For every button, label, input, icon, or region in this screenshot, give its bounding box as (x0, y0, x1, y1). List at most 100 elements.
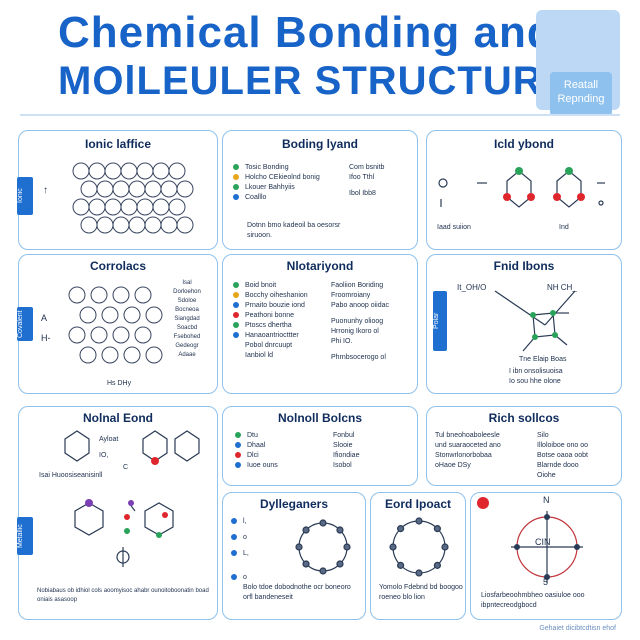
ring-atom (343, 543, 351, 551)
list-item: Lkouer Bahhyiis (233, 183, 320, 193)
network-ring (79, 306, 97, 324)
panel-title: Rich sollcos (488, 411, 560, 425)
list-item: Holcho CEkieolnd bonig (233, 173, 320, 183)
panel-title: Nolnal Eond (83, 411, 153, 425)
lattice-ring (88, 162, 106, 180)
network-ring (134, 326, 152, 344)
lattice-ring (144, 180, 162, 198)
panel-hydrogen-bond: Icld ybond Iaad suiion Ind (426, 130, 622, 250)
bases-list: Dtu Dhaal Dlci Iuoe ouns (235, 431, 278, 471)
metallic-label: C (123, 464, 129, 471)
lattice-ring (72, 198, 90, 216)
panel-title: Nolnoll Bolcns (278, 411, 362, 425)
bond-clock-note: Liosfarbeoohmbheo oasiuloe ooo ibpntecre… (481, 592, 585, 609)
list-item: Pobol dnrcuupt (245, 342, 293, 349)
clock-bottom-label: 5 (543, 577, 549, 587)
ring-atom (295, 543, 303, 551)
dielectric-labels: l, o L, o (231, 517, 249, 589)
network-ring (123, 306, 141, 324)
title-line-1: Chemical Bonding and (58, 8, 555, 57)
list-item: Iuoe ouns (235, 461, 278, 471)
formula-right: NH CH_ (547, 283, 577, 292)
lattice-ring (112, 180, 130, 198)
metallic-label: Ayloat (99, 436, 119, 443)
list-item: Peathoni bonne (233, 311, 308, 321)
panel-bond-impact: Eord Ipoact Yomolo Fdebnd bd boogoo roen… (370, 492, 466, 620)
ring-atom (415, 517, 423, 525)
list-item: Tosic Bonding (233, 163, 320, 173)
network-ring (145, 346, 163, 364)
panel-molecular-bond: Nlotariyond Boid bnoit Bocchy oiheshanio… (222, 254, 418, 394)
list-item: Coalllo (233, 193, 320, 203)
lattice-ring (168, 162, 186, 180)
network-ring (90, 326, 108, 344)
arrow-up-icon: ↑ (43, 185, 48, 196)
panel-bond-clock: N 5 CIN Liosfarbeoohmbheo oasiuloe ooo i… (470, 492, 622, 620)
ring-atom (397, 525, 405, 533)
list-item: Ifoo Tthl (349, 174, 375, 181)
ring-atom (319, 519, 327, 527)
lattice-ring (72, 162, 90, 180)
corner-tag-label: Reatall Repnding (550, 72, 612, 116)
ring-atom (415, 569, 423, 577)
formula-left: It_OH/O (457, 283, 487, 292)
lattice-ring (160, 180, 178, 198)
lattice-ring (96, 180, 114, 198)
polar-caption: Tne Elaip Boas (519, 356, 567, 363)
clock-center-label: CIN (535, 537, 551, 547)
lattice-ring (128, 216, 146, 234)
lattice-ring (160, 216, 178, 234)
bonding-list: Tosic Bonding Holcho CEkieolnd bonig Lko… (233, 163, 320, 203)
red-marker-icon (477, 497, 489, 509)
title-divider (20, 114, 620, 116)
panel-dielectric: Dylleganers l, o L, o Bolo tdoe dobodnot… (222, 492, 366, 620)
panel-title: Fnid Ibons (493, 259, 555, 273)
list-item: Hanaoantriocttter (233, 331, 308, 341)
panel-title: Dylleganers (259, 497, 329, 511)
title-line-2: MOlLEULER STRUCTUR (58, 59, 543, 103)
footer-caption: Gehaiet dicibtcdtisn ehof (539, 625, 616, 632)
ring-atom (441, 543, 449, 551)
panel-title: Boding lyand (282, 137, 358, 151)
network-ring (145, 306, 163, 324)
network-ring (68, 326, 86, 344)
panel-metallic-bases: Nolnoll Bolcns Dtu Dhaal Dlci Iuoe ouns … (222, 406, 418, 486)
hbond-left-label: Iaad suiion (437, 224, 471, 231)
hydrogen-atoms (503, 167, 585, 201)
metallic-label: IO, (99, 452, 109, 459)
bonding-right-list: Com bsnitb Ifoo Tthl Ibol Ibb8 (349, 163, 384, 199)
list-item: Ianbiol ld (245, 352, 274, 359)
ring-atom (336, 526, 344, 534)
lattice-ring (96, 216, 114, 234)
lattice-ring (120, 162, 138, 180)
panel-title: Eord Ipoact (384, 497, 451, 511)
list-item: Dlci (235, 451, 278, 461)
list-item: Ibol Ibb8 (349, 190, 376, 197)
network-ring (101, 346, 119, 364)
molecular-list: Boid bnoit Bocchy oiheshanion Prnaito bo… (233, 281, 308, 361)
ring-atom (336, 560, 344, 568)
ring-atom (302, 526, 310, 534)
ring-atom (302, 560, 310, 568)
bond-clock-diagram (477, 497, 583, 583)
lattice-ring (176, 180, 194, 198)
network-ring (90, 286, 108, 304)
network-ring (68, 286, 86, 304)
list-item: Boid bnoit (233, 281, 308, 291)
network-ring (134, 286, 152, 304)
ring-atom (433, 561, 441, 569)
panel-bonding-types: Boding lyand Tosic Bonding Holcho CEkieo… (222, 130, 418, 250)
panel-title: Corrolacs (89, 259, 147, 273)
metallic-bottom-note: Nobiabaus ob idhiol cols aoomyisoc ahabr… (37, 588, 209, 603)
list-item: Dtu (235, 431, 278, 441)
metallic-atoms (85, 457, 168, 538)
bond-impact-note: Yomolo Fdebnd bd boogoo roeneo blo lion (379, 584, 463, 601)
ring-atom (389, 543, 397, 551)
list-item: Dhaal (235, 441, 278, 451)
list-item: Com bsnitb (349, 164, 385, 171)
